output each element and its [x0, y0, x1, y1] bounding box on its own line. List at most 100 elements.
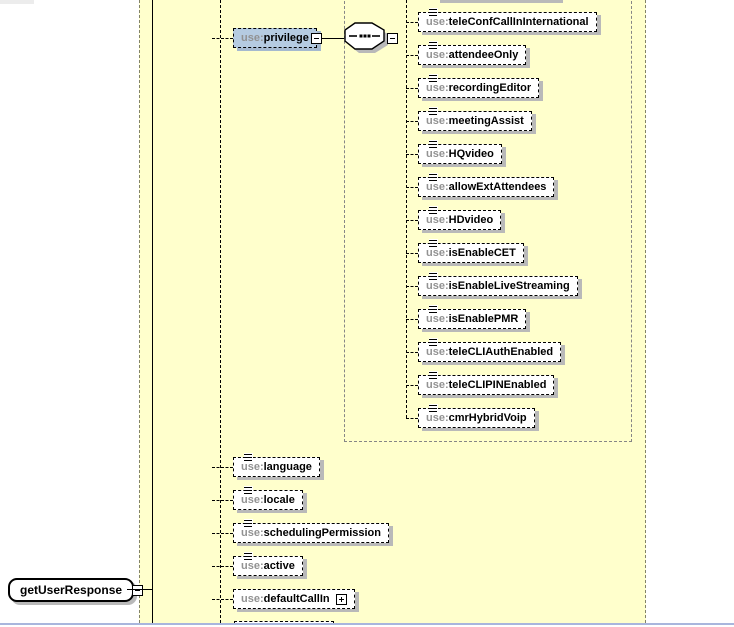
- element-box-privilege[interactable]: use:privilege: [233, 28, 317, 48]
- element-prefix: use:: [241, 494, 264, 506]
- text-content-icon: [429, 107, 438, 116]
- text-content-icon: [244, 519, 253, 528]
- element-prefix: use:: [426, 115, 449, 127]
- text-content-icon: [429, 239, 438, 248]
- text-content-icon: [429, 41, 438, 50]
- element-name: locale: [263, 494, 295, 506]
- root-element-box[interactable]: getUserResponse: [8, 578, 144, 602]
- connector-stub: [406, 153, 418, 155]
- text-content-icon: [429, 371, 438, 380]
- element-box-isEnableLiveStreaming[interactable]: use:isEnableLiveStreaming: [418, 272, 578, 296]
- element-row: use:attendeeOnly: [406, 41, 527, 65]
- text-content-icon: [429, 74, 438, 83]
- connector-stub: [212, 532, 233, 534]
- element-box-active[interactable]: use:active: [233, 552, 303, 576]
- text-content-icon: [429, 140, 438, 149]
- element-box-meetingAssist[interactable]: use:meetingAssist: [418, 107, 532, 131]
- pane-bottom-divider: [0, 623, 734, 625]
- connector-stub: [406, 87, 418, 89]
- connector-stub: [212, 499, 233, 501]
- connector-stub: [212, 565, 233, 567]
- element-box-isEnablePMR[interactable]: use:isEnablePMR: [418, 305, 527, 329]
- element-box-cmrHybridVoip[interactable]: use:cmrHybridVoip: [418, 404, 535, 428]
- element-row: use:isEnablePMR: [406, 305, 527, 329]
- text-content-icon: [429, 206, 438, 215]
- scrollbar-corner-fragment: [0, 0, 34, 4]
- connector-stub: [406, 186, 418, 188]
- element-prefix: use:: [426, 49, 449, 61]
- element-box-defaultCallIn[interactable]: use:defaultCallIn: [233, 589, 355, 609]
- element-row: use:cmrHybridVoip: [406, 404, 535, 428]
- text-content-icon: [429, 272, 438, 281]
- element-prefix: use:: [426, 82, 449, 94]
- element-box-allowExtAttendees[interactable]: use:allowExtAttendees: [418, 173, 555, 197]
- element-row: use:allowExtAttendees: [406, 173, 555, 197]
- connector-stub: [406, 417, 418, 419]
- connector-stub: [212, 37, 233, 39]
- partial-element-box: [234, 621, 334, 624]
- element-box-HQvideo[interactable]: use:HQvideo: [418, 140, 502, 164]
- expand-toggle-icon[interactable]: [335, 593, 347, 605]
- element-name: HDvideo: [448, 214, 494, 226]
- element-box-teleCLIPINEnabled[interactable]: use:teleCLIPINEnabled: [418, 371, 555, 395]
- element-prefix: use:: [426, 181, 449, 193]
- element-box-isEnableCET[interactable]: use:isEnableCET: [418, 239, 524, 263]
- collapse-toggle-icon[interactable]: [132, 585, 144, 596]
- privilege-children-connector-trunk: [406, 0, 407, 418]
- element-row: use:teleCLIPINEnabled: [406, 371, 555, 395]
- connector-stub: [406, 252, 418, 254]
- connector-stub: [406, 351, 418, 353]
- element-row-privilege: use:privilege: [212, 22, 398, 54]
- element-row: use:schedulingPermission: [212, 519, 389, 543]
- element-name: recordingEditor: [448, 82, 532, 94]
- element-name: language: [263, 461, 312, 473]
- element-name: meetingAssist: [448, 115, 524, 127]
- text-content-icon: [429, 305, 438, 314]
- element-box-recordingEditor[interactable]: use:recordingEditor: [418, 74, 540, 98]
- connector-stub: [406, 120, 418, 122]
- element-name: teleCLIPINEnabled: [448, 379, 547, 391]
- element-box-locale[interactable]: use:locale: [233, 486, 303, 510]
- element-prefix: use:: [426, 412, 449, 424]
- text-content-icon: [244, 453, 253, 462]
- element-prefix: use:: [426, 214, 449, 226]
- sequence-compositor-icon[interactable]: [344, 22, 390, 54]
- element-row: use:locale: [212, 486, 303, 510]
- element-row: use:isEnableLiveStreaming: [406, 272, 578, 296]
- element-prefix: use:: [426, 16, 449, 28]
- element-name: HQvideo: [448, 148, 494, 160]
- element-row: use:isEnableCET: [406, 239, 524, 263]
- element-prefix: use:: [241, 32, 264, 44]
- element-prefix: use:: [241, 593, 264, 605]
- root-connector-line: [152, 0, 153, 623]
- element-prefix: use:: [426, 313, 449, 325]
- element-name: isEnableLiveStreaming: [448, 280, 570, 292]
- element-row: use:teleConfCallInInternational: [406, 8, 597, 32]
- root-children-connector-trunk: [220, 0, 221, 623]
- element-box-attendeeOnly[interactable]: use:attendeeOnly: [418, 41, 527, 65]
- element-box-teleConfCallInInternational[interactable]: use:teleConfCallInInternational: [418, 8, 597, 32]
- element-box-HDvideo[interactable]: use:HDvideo: [418, 206, 502, 230]
- element-box-schedulingPermission[interactable]: use:schedulingPermission: [233, 519, 389, 543]
- element-name: teleCLIAuthEnabled: [448, 346, 554, 358]
- element-row: use:language: [212, 453, 320, 477]
- element-row: use:active: [212, 552, 303, 576]
- element-row: use:defaultCallIn: [212, 589, 355, 609]
- element-box-teleCLIAuthEnabled[interactable]: use:teleCLIAuthEnabled: [418, 338, 562, 362]
- root-element-label: getUserResponse: [20, 583, 123, 597]
- element-prefix: use:: [426, 379, 449, 391]
- connector-stub: [212, 598, 233, 600]
- connector-stub: [406, 384, 418, 386]
- collapse-toggle-icon[interactable]: [386, 32, 398, 44]
- element-box-language[interactable]: use:language: [233, 453, 320, 477]
- collapse-toggle-icon[interactable]: [310, 32, 322, 44]
- element-name: active: [263, 560, 295, 572]
- element-name: isEnableCET: [448, 247, 516, 259]
- text-content-icon: [429, 404, 438, 413]
- element-name: schedulingPermission: [263, 527, 381, 539]
- element-prefix: use:: [241, 527, 264, 539]
- connector-stub: [406, 21, 418, 23]
- text-content-icon: [429, 338, 438, 347]
- element-name: teleConfCallInInternational: [448, 16, 589, 28]
